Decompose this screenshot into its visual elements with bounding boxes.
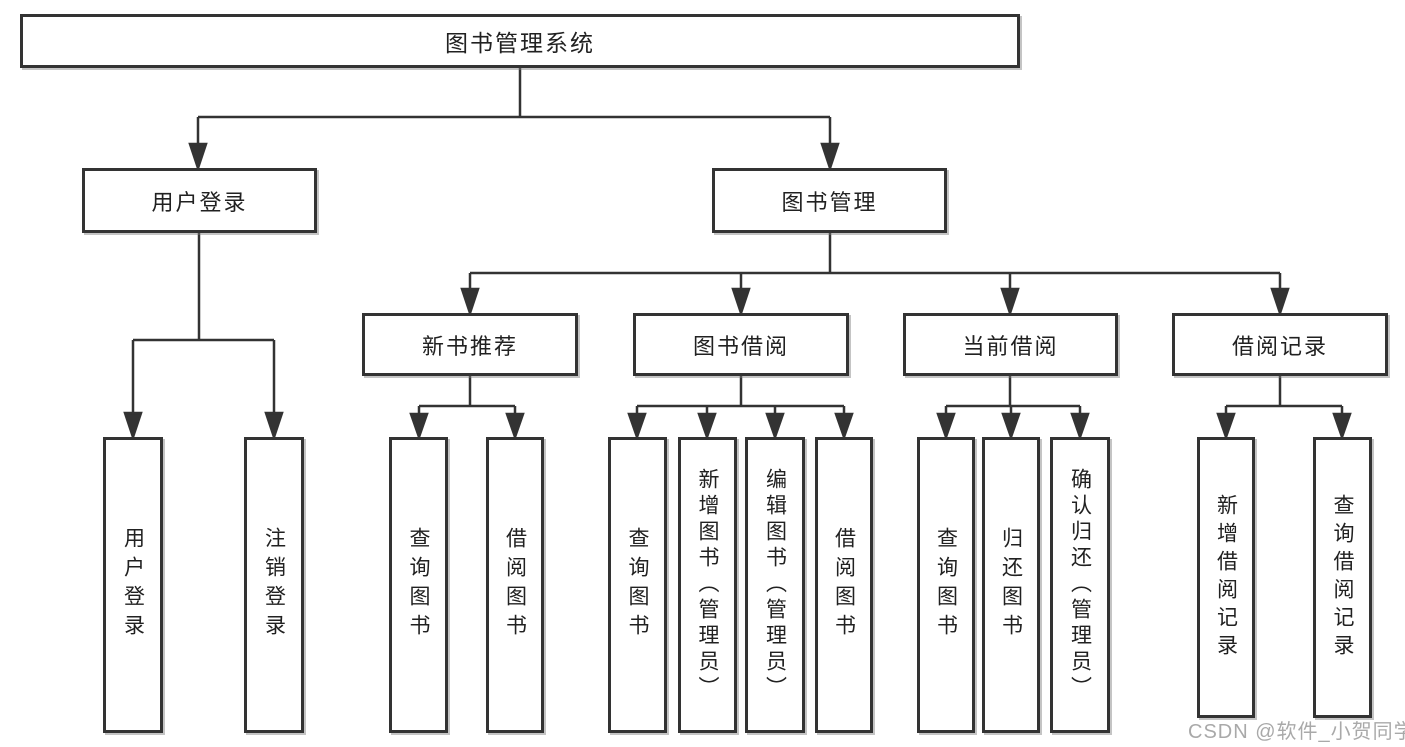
leaf-borrow-book-recommend: 借阅图书 — [486, 437, 544, 733]
leaf-logout: 注销登录 — [244, 437, 304, 733]
node-new-book-recommend-label: 新书推荐 — [421, 333, 518, 359]
leaf-add-borrow-record-label: 新增借阅记录 — [1214, 493, 1238, 662]
node-current-borrow: 当前借阅 — [903, 313, 1118, 376]
leaf-borrow-book: 借阅图书 — [815, 437, 873, 733]
node-book-management-label: 图书管理 — [781, 189, 878, 215]
connector-user-login-to-leaves — [123, 233, 284, 441]
leaf-confirm-return-admin-label: 确认归还（管理员） — [1068, 468, 1092, 702]
node-borrow-record-label: 借阅记录 — [1231, 333, 1328, 359]
leaf-query-book-recommend: 查询图书 — [389, 437, 448, 733]
connector-new-book-recommend-to-leaves — [409, 376, 525, 441]
leaf-borrow-book-label: 借阅图书 — [832, 527, 856, 643]
node-root-label: 图书管理系统 — [445, 30, 595, 56]
leaf-logout-label: 注销登录 — [262, 527, 286, 643]
node-user-login: 用户登录 — [82, 168, 317, 233]
connector-borrow-record-to-leaves — [1216, 376, 1352, 441]
connector-book-management-to-groups — [460, 233, 1290, 317]
leaf-edit-book-admin-label: 编辑图书（管理员） — [763, 468, 787, 702]
leaf-query-borrow-record: 查询借阅记录 — [1313, 437, 1372, 718]
node-new-book-recommend: 新书推荐 — [362, 313, 578, 376]
leaf-query-book-current: 查询图书 — [917, 437, 975, 733]
leaf-query-book-borrow-label: 查询图书 — [626, 527, 649, 643]
leaf-add-book-admin-label: 新增图书（管理员） — [696, 468, 719, 702]
node-book-borrow: 图书借阅 — [633, 313, 849, 376]
leaf-query-borrow-record-label: 查询借阅记录 — [1331, 493, 1354, 662]
leaf-return-book: 归还图书 — [982, 437, 1040, 733]
leaf-borrow-book-recommend-label: 借阅图书 — [503, 527, 527, 643]
node-book-borrow-label: 图书借阅 — [692, 333, 789, 359]
leaf-user-login: 用户登录 — [103, 437, 163, 733]
node-current-borrow-label: 当前借阅 — [962, 333, 1059, 359]
leaf-query-book-current-label: 查询图书 — [934, 527, 958, 643]
node-user-login-label: 用户登录 — [151, 189, 248, 215]
leaf-edit-book-admin: 编辑图书（管理员） — [745, 437, 805, 733]
leaf-query-book-borrow: 查询图书 — [608, 437, 667, 733]
leaf-user-login-label: 用户登录 — [121, 527, 145, 643]
leaf-query-book-recommend-label: 查询图书 — [407, 527, 430, 643]
leaf-return-book-label: 归还图书 — [999, 527, 1023, 643]
node-book-management: 图书管理 — [712, 168, 947, 233]
leaf-confirm-return-admin: 确认归还（管理员） — [1050, 437, 1110, 733]
connector-book-borrow-to-leaves — [627, 376, 854, 441]
leaf-add-borrow-record: 新增借阅记录 — [1197, 437, 1255, 718]
connector-root-to-level2 — [188, 68, 840, 172]
connector-current-borrow-to-leaves — [936, 376, 1090, 441]
node-root: 图书管理系统 — [20, 14, 1020, 68]
leaf-add-book-admin: 新增图书（管理员） — [678, 437, 737, 733]
csdn-watermark: CSDN @软件_小贺同学 — [1188, 721, 1405, 743]
node-borrow-record: 借阅记录 — [1172, 313, 1388, 376]
